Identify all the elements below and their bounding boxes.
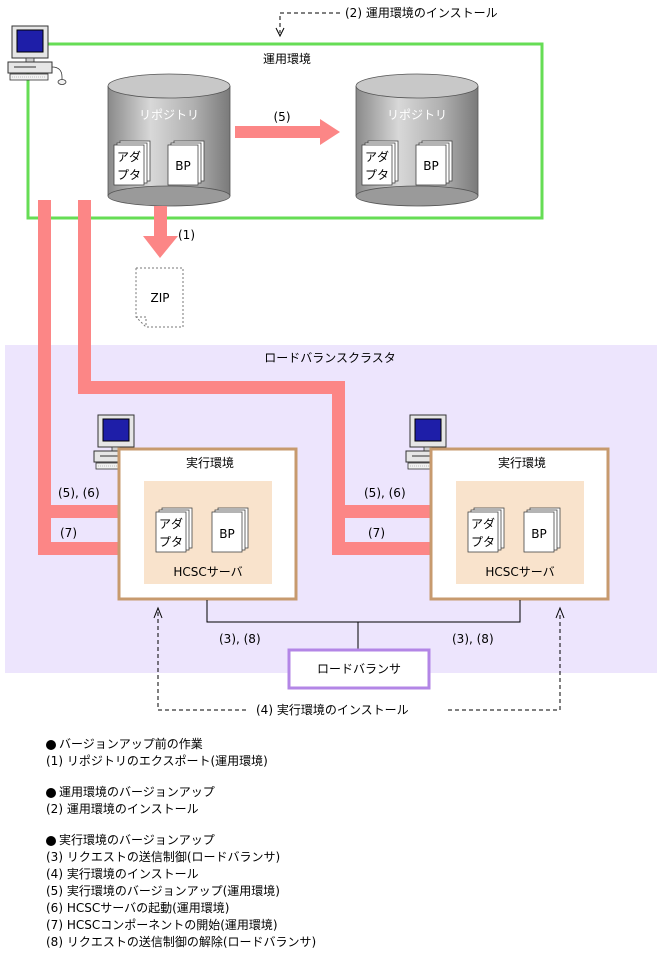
legend-section-header: バージョンアップ前の作業 [46,736,566,753]
bp-label: BP [219,527,234,541]
adapter-label-line2: プタ [117,168,141,182]
bp-label: BP [531,527,546,541]
legend-header-text: バージョンアップ前の作業 [59,737,203,751]
load-balancer-box [287,648,431,690]
bullet-icon [46,739,56,750]
bullet-icon [46,787,56,798]
legend: バージョンアップ前の作業 (1) リポジトリのエクスポート(運用環境) 運用環境… [46,736,566,965]
bp-label: BP [175,159,190,173]
bottom-note: (4) 実行環境のインストール [256,702,409,717]
exec-env-label: 実行環境 [498,455,546,470]
repository-cylinder-target: リポジトリ アダ プタ BP [355,73,479,207]
bp-label: BP [423,159,438,173]
top-note: (2) 運用環境のインストール [345,5,498,20]
legend-item: (8) リクエストの送信制御の解除(ロードバランサ) [46,935,317,949]
install-ops-dashed-arrow [279,12,340,33]
arrow-step1-export [143,206,178,258]
repository-label: リポジトリ [387,108,447,122]
legend-item: (6) HCSCサーバの起動(運用環境) [46,901,230,915]
repository-cylinder-source: リポジトリ アダ プタ BP [107,73,231,207]
zip-file-icon [135,267,184,328]
legend-section: 運用環境のバージョンアップ (2) 運用環境のインストール [46,784,566,818]
steps-56-label: (5), (6) [58,486,100,500]
steps-56-label: (5), (6) [364,486,406,500]
legend-section-header: 実行環境のバージョンアップ [46,832,566,849]
adapter-label-line1: アダ [159,516,183,531]
adapter-label-line1: アダ [365,149,389,164]
lb-connection-lines [206,600,521,650]
arrow-pipes [38,200,470,561]
adapter-label-line1: アダ [117,149,141,164]
legend-section: バージョンアップ前の作業 (1) リポジトリのエクスポート(運用環境) [46,736,566,770]
legend-item: (7) HCSCコンポーネントの開始(運用環境) [46,918,278,932]
adapter-label-line2: プタ [365,168,389,182]
legend-header-text: 実行環境のバージョンアップ [59,833,215,847]
step5-label: (5) [274,110,291,124]
cluster-label: ロードバランスクラスタ [264,351,396,365]
legend-section-header: 運用環境のバージョンアップ [46,784,566,801]
hcsc-server-label: HCSCサーバ [485,565,554,579]
adapter-label-line2: プタ [471,535,495,549]
repository-label: リポジトリ [139,108,199,122]
zip-label: ZIP [151,291,170,305]
step7-label: (7) [60,526,77,540]
legend-item: (2) 運用環境のインストール [46,802,199,816]
legend-header-text: 運用環境のバージョンアップ [59,785,215,799]
steps-38-label-right: (3), (8) [452,632,494,646]
legend-item: (1) リポジトリのエクスポート(運用環境) [46,754,268,768]
legend-section: 実行環境のバージョンアップ (3) リクエストの送信制御(ロードバランサ) (4… [46,832,566,951]
adapter-label-line2: プタ [159,535,183,549]
steps-38-label-left: (3), (8) [219,632,261,646]
ops-environment-box [26,42,544,220]
admin-pc-icon [7,25,67,85]
exec-env-label: 実行環境 [186,455,234,470]
ops-env-label: 運用環境 [263,51,311,66]
load-balancer-label: ロードバランサ [317,662,401,676]
bullet-icon [46,835,56,846]
arrow-step5-repo [235,119,340,145]
adapter-label-line1: アダ [471,516,495,531]
legend-item: (3) リクエストの送信制御(ロードバランサ) [46,850,281,864]
step1-label: (1) [178,228,195,242]
step7-label: (7) [368,526,385,540]
legend-item: (5) 実行環境のバージョンアップ(運用環境) [46,884,280,898]
hcsc-server-label: HCSCサーバ [173,565,242,579]
legend-item: (4) 実行環境のインストール [46,867,199,881]
install-exec-dashed-arrows [153,606,565,711]
